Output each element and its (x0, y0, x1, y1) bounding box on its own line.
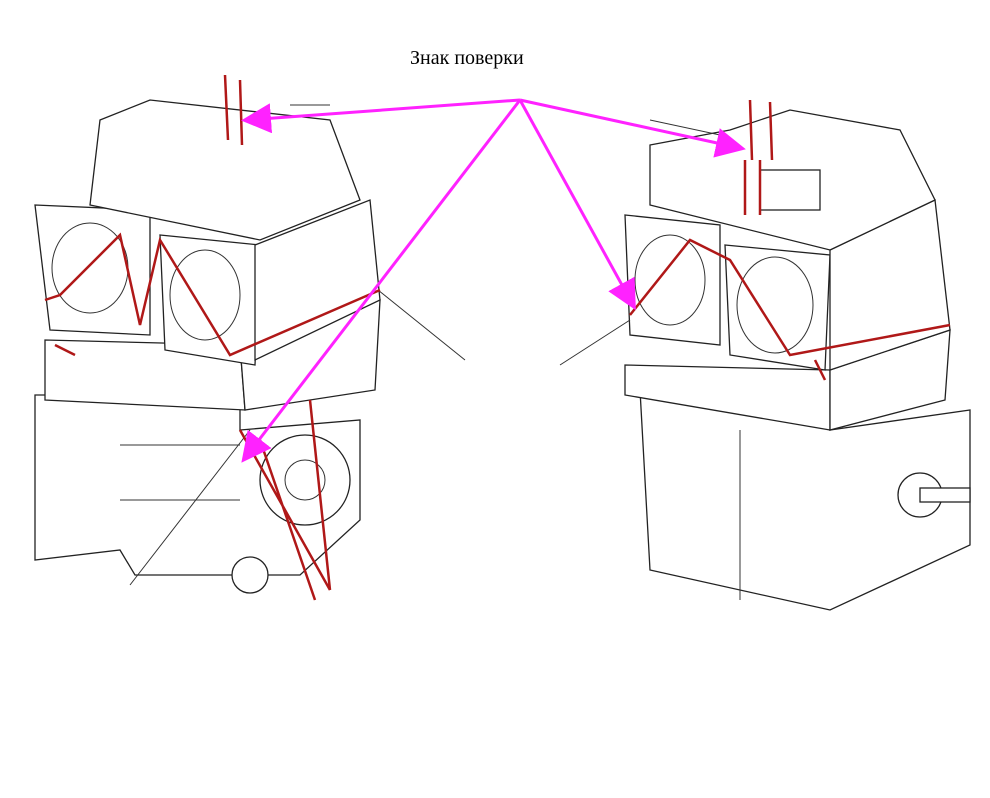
arrow-3 (518, 99, 636, 311)
right-meter (559, 109, 971, 611)
arrow-4 (241, 99, 522, 463)
verification-mark-label: Знак поверки (410, 47, 524, 69)
seal-wires (44, 74, 951, 601)
arrow-2 (519, 98, 746, 158)
arrow-1 (241, 98, 521, 134)
verification-arrows (241, 98, 746, 463)
